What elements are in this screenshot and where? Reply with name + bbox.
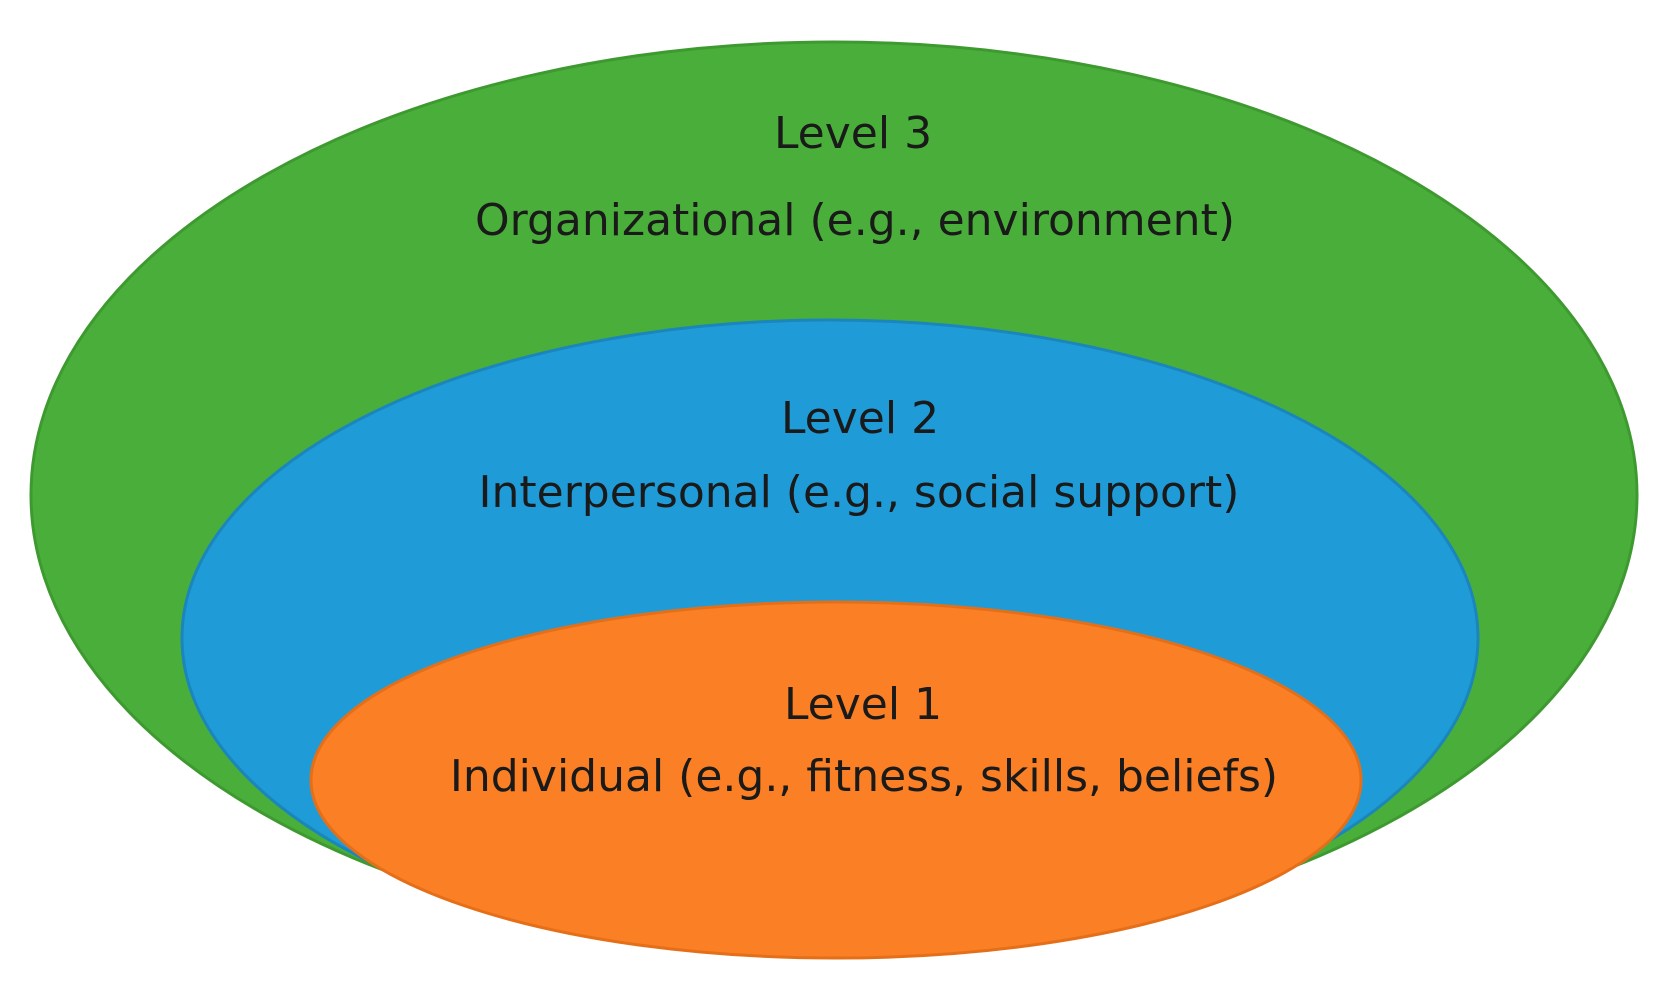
level1-label: Level 1 [784, 679, 942, 730]
level2-description: Interpersonal (e.g., social support) [479, 467, 1240, 518]
level1-ellipse [309, 600, 1363, 960]
level3-label: Level 3 [774, 108, 932, 159]
level1-description: Individual (e.g., fitness, skills, belie… [450, 751, 1278, 802]
level3-description: Organizational (e.g., environment) [475, 195, 1235, 246]
level2-label: Level 2 [781, 393, 939, 444]
